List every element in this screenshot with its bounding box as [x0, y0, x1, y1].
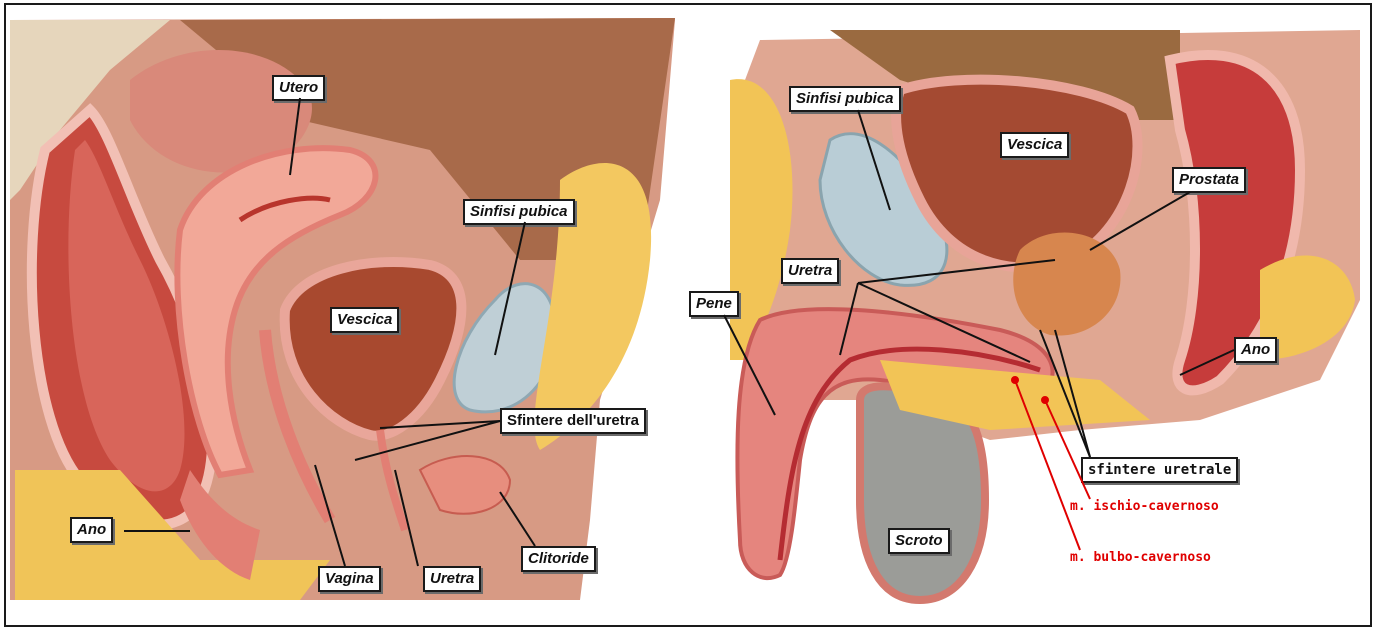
label-uretra-male: Uretra	[781, 258, 839, 284]
label-vagina: Vagina	[318, 566, 381, 592]
label-utero: Utero	[272, 75, 325, 101]
label-sfintere-uretra: Sfintere dell'uretra	[500, 408, 646, 434]
label-uretra-female: Uretra	[423, 566, 481, 592]
label-sinfisi-pubica-male: Sinfisi pubica	[789, 86, 901, 112]
label-scroto: Scroto	[888, 528, 950, 554]
label-ano-male: Ano	[1234, 337, 1277, 363]
label-sfintere-uretrale: sfintere uretrale	[1081, 457, 1238, 483]
note-bulbo-cavernoso: m. bulbo-cavernoso	[1070, 550, 1211, 565]
label-prostata: Prostata	[1172, 167, 1246, 193]
label-sinfisi-pubica-female: Sinfisi pubica	[463, 199, 575, 225]
label-clitoride: Clitoride	[521, 546, 596, 572]
label-vescica-female: Vescica	[330, 307, 399, 333]
label-pene: Pene	[689, 291, 739, 317]
label-vescica-male: Vescica	[1000, 132, 1069, 158]
note-ischio-cavernoso: m. ischio-cavernoso	[1070, 499, 1219, 514]
label-ano-female: Ano	[70, 517, 113, 543]
